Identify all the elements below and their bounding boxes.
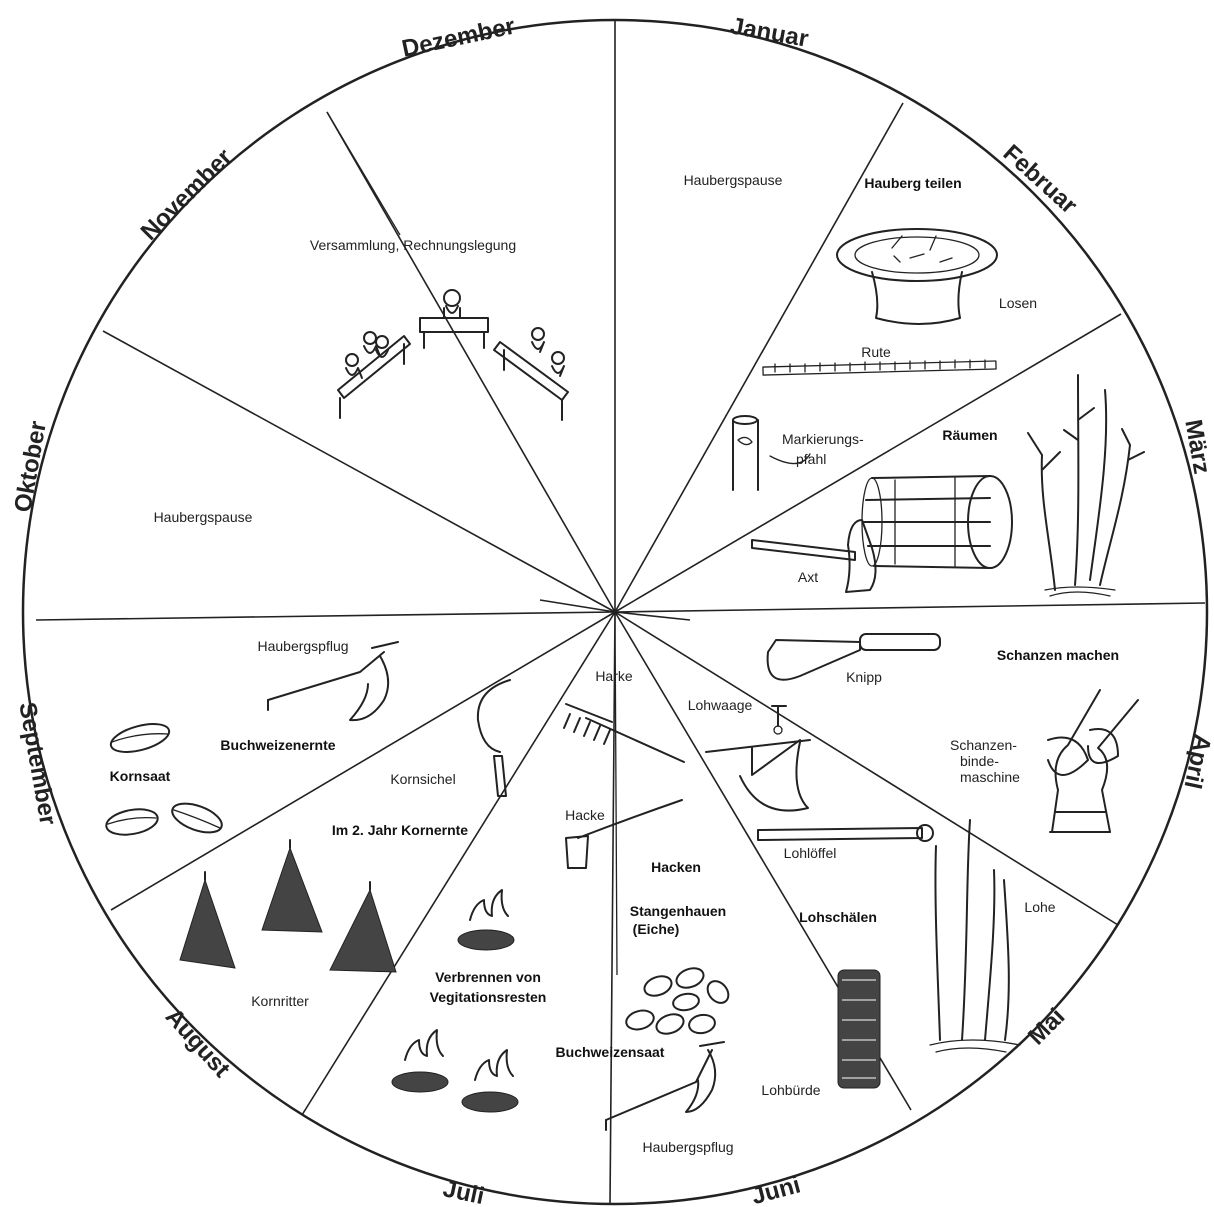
- kornsichel-icon: [478, 680, 510, 796]
- schanzenbindemaschine-icon: [1048, 690, 1138, 832]
- month-september: September: [13, 700, 61, 827]
- label-haubergspflug-juni: Haubergspflug: [642, 1139, 733, 1155]
- lohbuerde-icon: [838, 970, 880, 1088]
- label-raeumen: Räumen: [942, 427, 997, 443]
- month-november: November: [136, 144, 238, 246]
- label-im-2-jahr: Im 2. Jahr Kornernte: [332, 822, 468, 838]
- label-verbrennen-1: Verbrennen von: [435, 969, 541, 985]
- label-losen: Losen: [999, 295, 1037, 311]
- kornsaat-seeds-icon: [104, 798, 225, 839]
- label-hauberg-teilen: Hauberg teilen: [864, 175, 961, 191]
- label-hacken: Hacken: [651, 859, 701, 875]
- label-harke: Harke: [595, 668, 633, 684]
- label-schanzen-3: maschine: [960, 769, 1020, 785]
- label-kornritter: Kornritter: [251, 993, 309, 1009]
- month-maerz: März: [1179, 417, 1214, 476]
- month-juli: Juli: [441, 1175, 487, 1207]
- month-dezember: Dezember: [400, 13, 518, 63]
- label-lohbuerde: Lohbürde: [761, 1082, 820, 1098]
- label-haubergspflug-sep: Haubergspflug: [257, 638, 348, 654]
- wheel-center: [612, 609, 618, 615]
- label-haubergspause-januar: Haubergspause: [684, 172, 783, 188]
- label-rute: Rute: [861, 344, 891, 360]
- label-pfahl: pfahl: [796, 451, 826, 467]
- harke-icon: [564, 704, 684, 762]
- brushwood-bundle-icon: [862, 476, 1012, 568]
- month-februar: Februar: [998, 139, 1082, 219]
- label-schanzen-2: binde-: [960, 753, 999, 769]
- label-axt: Axt: [798, 569, 818, 585]
- label-buchweizenernte: Buchweizenernte: [220, 737, 335, 753]
- coppice-trees-icon: [1028, 375, 1144, 596]
- label-kornsaat: Kornsaat: [110, 768, 171, 784]
- rute-rod-icon: [763, 360, 996, 375]
- label-eiche: (Eiche): [633, 921, 680, 937]
- buchweizenernte-seed-icon: [108, 719, 172, 758]
- label-schanzen-machen: Schanzen machen: [997, 647, 1119, 663]
- label-stangenhauen: Stangenhauen: [630, 903, 726, 919]
- label-buchweizensaat: Buchweizensaat: [556, 1044, 665, 1060]
- month-januar: Januar: [728, 12, 810, 52]
- month-mai: Mai: [1023, 1003, 1070, 1050]
- fire-right-icon: [462, 1050, 518, 1112]
- losen-bowl-icon: [837, 229, 997, 324]
- label-schanzen-1: Schanzen-: [950, 737, 1017, 753]
- label-hacke: Hacke: [565, 807, 605, 823]
- label-knipp: Knipp: [846, 669, 882, 685]
- buckwheat-seeds-icon: [624, 965, 732, 1037]
- label-verbrennen-2: Vegitationsresten: [430, 989, 547, 1005]
- label-lohschaelen: Lohschälen: [799, 909, 877, 925]
- label-lohwaage: Lohwaage: [688, 697, 753, 713]
- month-oktober: Oktober: [9, 419, 52, 514]
- fire-left-icon: [392, 1030, 448, 1092]
- lohwaage-icon: [706, 706, 810, 811]
- kornritter-icon: [180, 840, 396, 972]
- fire-top-icon: [458, 890, 514, 950]
- label-kornsichel: Kornsichel: [390, 771, 455, 787]
- label-haubergspause-oktober: Haubergspause: [154, 509, 253, 525]
- label-markierungs: Markierungs-: [782, 431, 864, 447]
- label-lohe: Lohe: [1024, 899, 1055, 915]
- label-versammlung: Versammlung, Rechnungslegung: [310, 237, 516, 253]
- month-juni: Juni: [749, 1171, 804, 1207]
- month-april: April: [1178, 732, 1214, 791]
- month-august: August: [160, 1003, 235, 1082]
- label-lohloeffel: Lohlöffel: [784, 845, 837, 861]
- lohloeffel-icon: [758, 825, 933, 841]
- versammlung-icon: [338, 290, 568, 420]
